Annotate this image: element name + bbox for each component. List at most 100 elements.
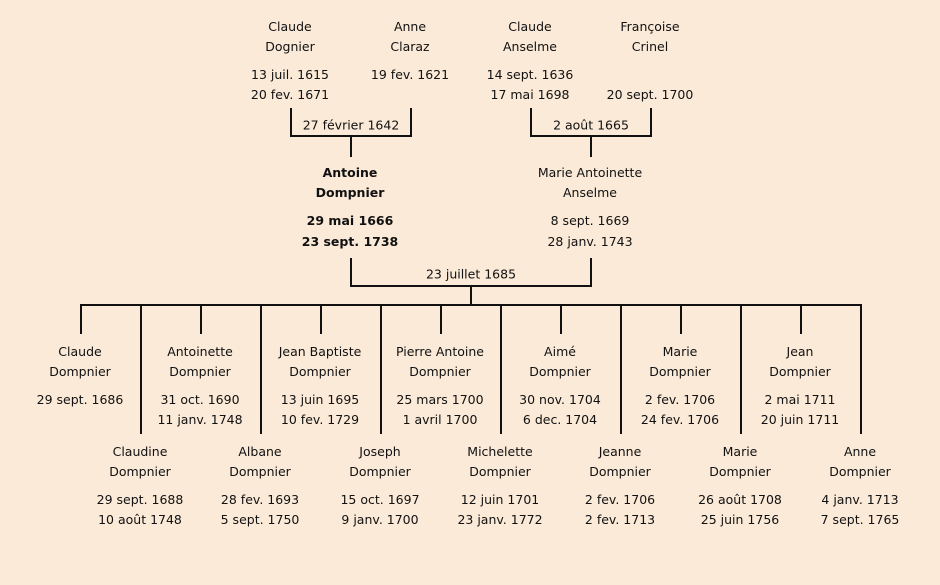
marriage-bracket-maternal xyxy=(530,108,652,157)
birth-date: 14 sept. 1636 xyxy=(486,67,574,82)
last-name: Dompnier xyxy=(229,464,291,479)
last-name: Dompnier xyxy=(289,364,351,379)
first-name: Marie Antoinette xyxy=(537,165,643,180)
first-name: Anne xyxy=(843,444,877,459)
last-name: Crinel xyxy=(631,39,669,54)
birth-date: 4 janv. 1713 xyxy=(821,492,899,507)
death-date: 20 juin 1711 xyxy=(760,412,840,427)
last-name: Dompnier xyxy=(49,364,111,379)
last-name: Dompnier xyxy=(109,464,171,479)
death-date: 1 avril 1700 xyxy=(402,412,478,427)
death-date: 28 janv. 1743 xyxy=(547,234,633,249)
first-name: Jeanne xyxy=(598,444,642,459)
first-name: Michelette xyxy=(467,444,533,459)
birth-date: 29 sept. 1688 xyxy=(96,492,184,507)
birth-date: 15 oct. 1697 xyxy=(340,492,420,507)
death-date: 6 dec. 1704 xyxy=(522,412,598,427)
last-name: Dompnier xyxy=(829,464,891,479)
child-ticks-top xyxy=(80,305,802,334)
death-date: 7 sept. 1765 xyxy=(820,512,900,527)
marriage-bracket-parents xyxy=(350,258,592,305)
birth-date: 25 mars 1700 xyxy=(396,392,484,407)
marriage-date-maternal: 2 août 1665 xyxy=(553,117,629,133)
first-name: Jean Baptiste xyxy=(278,344,362,359)
birth-date: 2 fev. 1706 xyxy=(584,492,656,507)
birth-date: 26 août 1708 xyxy=(698,492,782,507)
last-name: Anselme xyxy=(562,185,618,200)
child-lines-bottom xyxy=(140,305,862,434)
birth-date: 29 sept. 1686 xyxy=(36,392,124,407)
birth-date: 13 juil. 1615 xyxy=(251,67,329,82)
death-date: 23 janv. 1772 xyxy=(457,512,543,527)
marriage-date-paternal: 27 février 1642 xyxy=(302,117,400,133)
first-name: Joseph xyxy=(359,444,401,459)
death-date: 10 août 1748 xyxy=(98,512,182,527)
last-name: Dompnier xyxy=(349,464,411,479)
first-name: Claude xyxy=(508,19,552,34)
last-name: Dompnier xyxy=(169,364,231,379)
death-date: 25 juin 1756 xyxy=(700,512,780,527)
first-name: Antoinette xyxy=(167,344,233,359)
last-name: Dompnier xyxy=(409,364,471,379)
birth-date: 28 fev. 1693 xyxy=(220,492,300,507)
last-name: Dompnier xyxy=(315,185,385,200)
birth-date: 8 sept. 1669 xyxy=(550,213,630,228)
marriage-bracket-paternal xyxy=(290,108,412,157)
death-date: 11 janv. 1748 xyxy=(157,412,243,427)
birth-date: 2 mai 1711 xyxy=(764,392,836,407)
death-date: 9 janv. 1700 xyxy=(341,512,419,527)
death-date: 20 fev. 1671 xyxy=(250,87,330,102)
birth-date xyxy=(591,65,709,85)
last-name: Dompnier xyxy=(469,464,531,479)
death-date: 23 sept. 1738 xyxy=(301,234,399,249)
birth-date: 30 nov. 1704 xyxy=(519,392,601,407)
first-name: Claude xyxy=(268,19,312,34)
first-name: Claudine xyxy=(112,444,168,459)
first-name: Albane xyxy=(238,444,282,459)
birth-date: 2 fev. 1706 xyxy=(644,392,716,407)
first-name: Pierre Antoine xyxy=(396,344,484,359)
birth-date: 13 juin 1695 xyxy=(280,392,360,407)
first-name: Marie xyxy=(662,344,698,359)
last-name: Dompnier xyxy=(709,464,771,479)
last-name: Dompnier xyxy=(589,464,651,479)
death-date: 5 sept. 1750 xyxy=(220,512,300,527)
last-name: Dompnier xyxy=(529,364,591,379)
death-date: 10 fev. 1729 xyxy=(280,412,360,427)
death-date: 20 sept. 1700 xyxy=(606,87,694,102)
first-name: Antoine xyxy=(322,165,378,180)
last-name: Anselme xyxy=(502,39,558,54)
birth-date: 31 oct. 1690 xyxy=(160,392,240,407)
death-date: 24 fev. 1706 xyxy=(640,412,720,427)
last-name: Dompnier xyxy=(649,364,711,379)
first-name: Françoise xyxy=(620,19,680,34)
first-name: Marie xyxy=(722,444,758,459)
first-name: Aimé xyxy=(544,344,576,359)
first-name: Claude xyxy=(58,344,102,359)
birth-date: 12 juin 1701 xyxy=(460,492,540,507)
first-name: Anne xyxy=(393,19,427,34)
birth-date: 29 mai 1666 xyxy=(306,213,394,228)
last-name: Dognier xyxy=(265,39,315,54)
first-name: Jean xyxy=(786,344,814,359)
birth-date: 19 fev. 1621 xyxy=(370,67,450,82)
last-name: Dompnier xyxy=(769,364,831,379)
